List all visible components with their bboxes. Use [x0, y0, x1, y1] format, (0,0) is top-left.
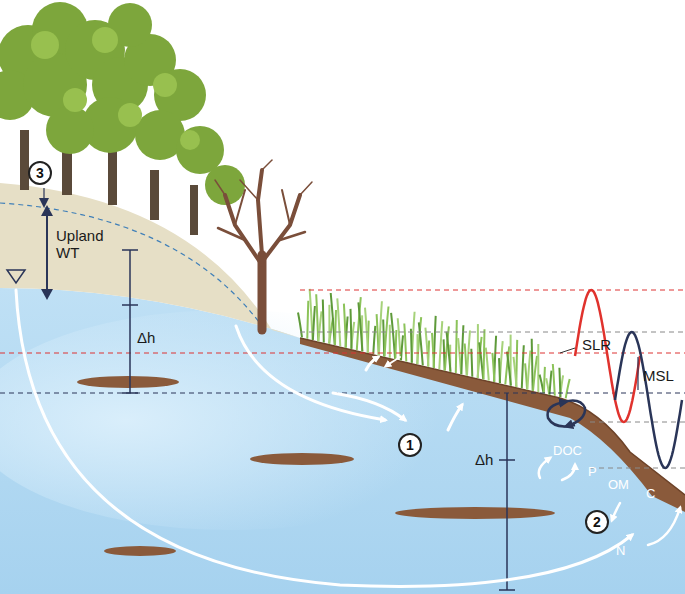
- solute-label: DOC: [553, 444, 582, 458]
- head-difference: Δh: [137, 330, 155, 347]
- callout-number: 2: [593, 515, 601, 529]
- marsh-grass: [298, 289, 570, 398]
- callout-circle: 3: [28, 161, 52, 185]
- callout-circle: 1: [398, 433, 422, 457]
- solute-label: N: [616, 544, 625, 558]
- solute-label: OM: [608, 478, 629, 492]
- dead-tree: [215, 160, 312, 330]
- callout-number: 1: [406, 438, 414, 452]
- callout-circle: 2: [585, 510, 609, 534]
- solute-label: P: [588, 465, 597, 479]
- solute-label: C: [646, 487, 655, 501]
- head-difference: Δh: [475, 452, 493, 469]
- forest: [0, 2, 245, 235]
- sea-level-rise: SLR: [582, 337, 611, 354]
- water-table-label: Upland WT: [56, 228, 108, 261]
- callout-number: 3: [36, 166, 44, 180]
- mean-sea-level: MSL: [643, 368, 674, 385]
